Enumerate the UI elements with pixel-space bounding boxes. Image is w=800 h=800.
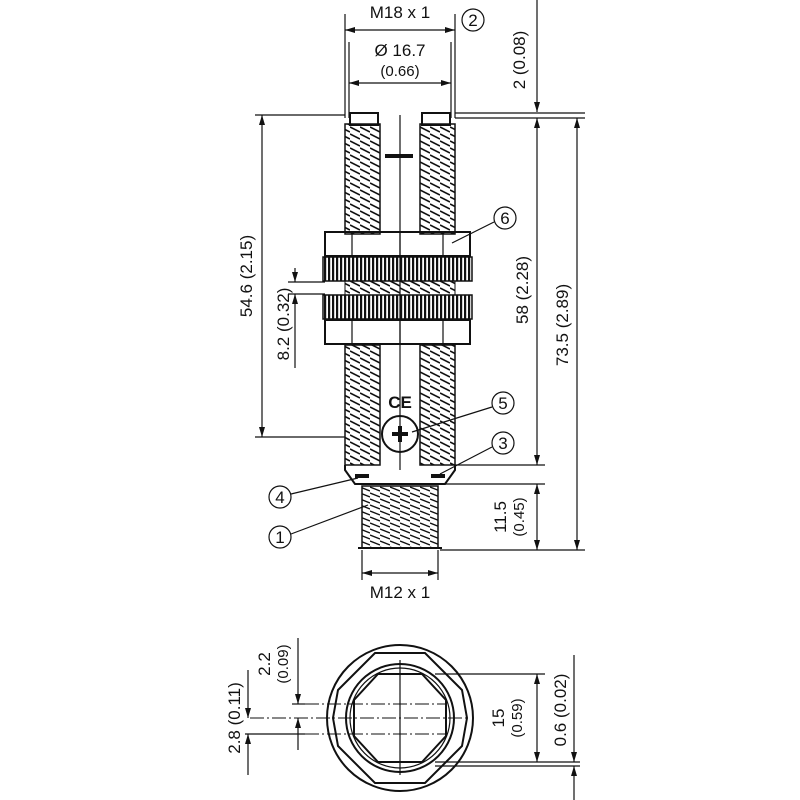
gap-label: 2 (0.08) xyxy=(510,31,529,90)
thread-label: M18 x 1 xyxy=(370,3,430,22)
diameter-label: Ø 16.7 xyxy=(374,41,425,60)
callout-3: 3 xyxy=(498,434,507,453)
ce-mark: CE xyxy=(388,393,412,412)
callout-5: 5 xyxy=(498,394,507,413)
callout-2: 2 xyxy=(468,11,477,30)
top-dimensions: M18 x 1 Ø 16.7 (0.66) 2 (0.08) xyxy=(344,0,585,119)
front-dim-c: 15 xyxy=(489,709,508,728)
connector-length-inch-label: (0.45) xyxy=(511,497,528,536)
front-dim-c-inch: (0.59) xyxy=(509,698,526,737)
sensor-body: CE xyxy=(322,112,473,549)
front-dim-d: 0.6 (0.02) xyxy=(551,674,570,747)
diameter-inch-label: (0.66) xyxy=(380,63,419,80)
connector-thread-label: M12 x 1 xyxy=(370,583,430,602)
total-length-label: 73.5 (2.89) xyxy=(553,284,572,366)
front-dim-a-inch: (0.09) xyxy=(275,644,292,683)
side-dimensions: 54.6 (2.15) 8.2 (0.32) 58 (2.28) 73.5 (2… xyxy=(237,114,585,602)
front-dim-b: 2.8 (0.11) xyxy=(225,682,244,754)
connector-length-label: 11.5 xyxy=(491,501,510,533)
nut-width-label: 8.2 (0.32) xyxy=(274,288,293,361)
callout-1: 1 xyxy=(275,528,284,547)
callouts: 2 6 5 3 4 1 xyxy=(268,8,517,549)
callout-4: 4 xyxy=(275,488,284,507)
front-view: 2.2 (0.09) 2.8 (0.11) 15 (0.59) 0.6 (0.0… xyxy=(225,638,580,800)
thread-length-label: 54.6 (2.15) xyxy=(237,235,256,317)
front-dim-a: 2.2 xyxy=(255,652,274,676)
callout-6: 6 xyxy=(500,209,509,228)
body-length-label: 58 (2.28) xyxy=(513,256,532,324)
